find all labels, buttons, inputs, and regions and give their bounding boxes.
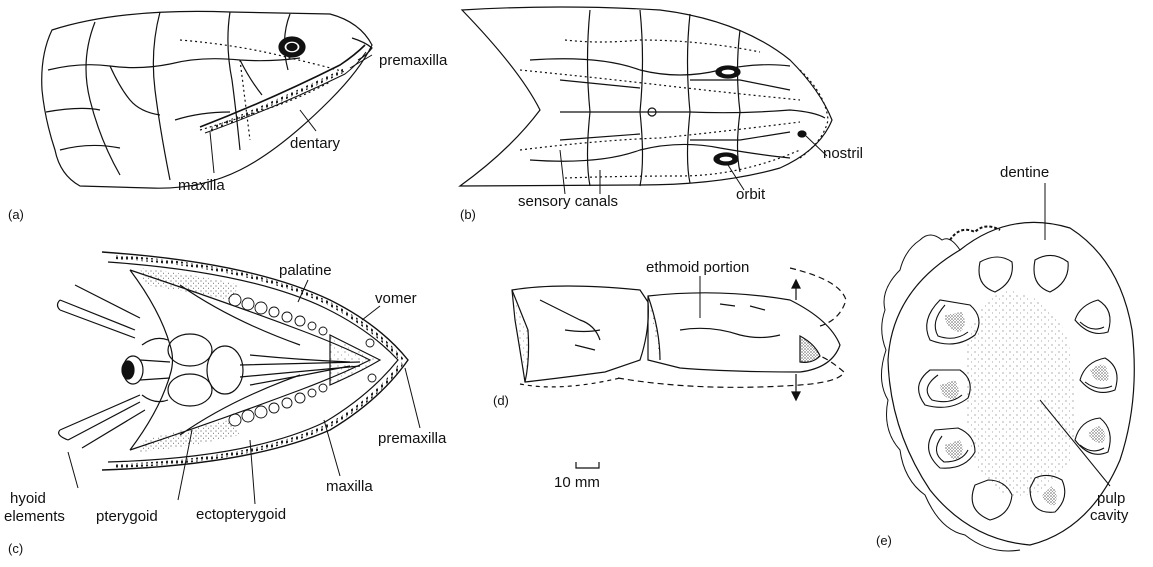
label-pulp-line1: pulp — [1097, 490, 1125, 507]
label-pulp-line2: cavity — [1090, 507, 1128, 524]
label-sensory-canals: sensory canals — [518, 193, 618, 210]
panel-a-skull-lateral — [42, 11, 372, 188]
label-premaxilla-a: premaxilla — [379, 52, 447, 69]
panel-id-e: (e) — [876, 532, 892, 549]
label-pterygoid: pterygoid — [96, 508, 158, 525]
label-hyoid-line1: hyoid — [10, 490, 46, 507]
panel-b-skull-dorsal — [460, 7, 832, 186]
scale-bar-label: 10 mm — [554, 474, 600, 491]
panel-id-b: (b) — [460, 206, 476, 223]
label-dentine: dentine — [1000, 164, 1049, 181]
panel-c-palate — [58, 252, 409, 470]
label-nostril: nostril — [823, 145, 863, 162]
scale-bar — [576, 462, 599, 468]
label-maxilla-a: maxilla — [178, 177, 225, 194]
label-vomer: vomer — [375, 290, 417, 307]
label-maxilla-c: maxilla — [326, 478, 373, 495]
label-ectopterygoid: ectopterygoid — [196, 506, 286, 523]
panel-id-a: (a) — [8, 206, 24, 223]
label-orbit: orbit — [736, 186, 765, 203]
label-hyoid-line2: elements — [4, 508, 65, 525]
panel-id-d: (d) — [493, 392, 509, 409]
label-palatine: palatine — [279, 262, 332, 279]
panel-id-c: (c) — [8, 540, 23, 557]
label-dentary: dentary — [290, 135, 340, 152]
panel-d-braincase — [512, 268, 846, 400]
label-ethmoid-portion: ethmoid portion — [646, 259, 749, 276]
label-premaxilla-c: premaxilla — [378, 430, 446, 447]
